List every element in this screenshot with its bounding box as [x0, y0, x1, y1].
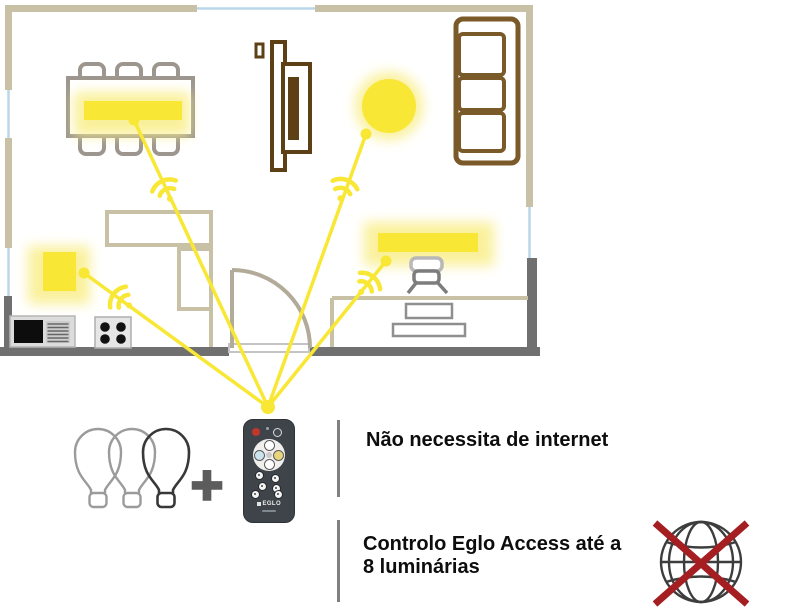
wifi-icon	[107, 284, 133, 310]
mode-button-icon	[273, 428, 282, 437]
remote-function-button	[273, 490, 283, 499]
stove	[94, 316, 132, 349]
kitchen-sink	[9, 315, 76, 348]
control-pad	[253, 439, 285, 471]
outer-walls	[0, 5, 540, 356]
plus-sign: +	[189, 453, 224, 516]
wifi-icon	[357, 270, 383, 295]
led-indicator	[266, 427, 269, 430]
floor-plan	[0, 5, 540, 414]
ball-lamp-light	[362, 79, 416, 133]
logo-subline	[262, 510, 276, 512]
feature-line-1: Controlo Eglo Access até a	[363, 533, 622, 555]
wifi-icon	[330, 176, 360, 202]
pad-cool-button	[254, 449, 265, 461]
no-internet-icon	[652, 520, 750, 607]
tv-unit	[254, 40, 312, 172]
pad-warm-button	[273, 449, 284, 461]
divider-line	[337, 520, 340, 602]
dining-light	[84, 101, 182, 120]
feature-line-2: 8 luminárias	[363, 556, 480, 578]
remote-function-button	[258, 481, 267, 491]
door-swing-arc	[230, 268, 312, 349]
remote-control: EGLO	[243, 419, 295, 523]
feature-text-control-limit: Controlo Eglo Access até a 8 luminárias	[363, 533, 621, 579]
pad-down-button	[263, 459, 275, 470]
remote-function-button	[251, 490, 260, 499]
wifi-icons	[107, 176, 383, 310]
window-openings	[7, 7, 531, 296]
connection-dots	[78, 114, 392, 414]
signal-lines	[82, 119, 388, 409]
sideboard	[391, 302, 467, 338]
ceiling-lights	[43, 79, 478, 291]
kitchen-light	[43, 252, 76, 291]
wifi-icon	[149, 177, 179, 202]
pad-up-button	[263, 440, 275, 451]
eglo-flag-icon	[256, 501, 261, 506]
pad-center-dot	[266, 452, 272, 458]
feature-text-no-internet: Não necessita de internet	[366, 429, 609, 451]
remote-function-button	[255, 471, 264, 480]
signal-source-dot	[261, 400, 275, 414]
desk-chair	[406, 256, 449, 295]
sofa	[453, 16, 521, 166]
power-button-icon	[252, 428, 260, 436]
light-bulbs-icon	[73, 427, 191, 509]
interior-walls	[105, 210, 528, 347]
divider-line	[337, 420, 340, 497]
brand-name: EGLO	[262, 500, 282, 507]
desk-light	[378, 233, 478, 252]
remote-function-button	[271, 473, 280, 483]
red-cross-icon	[652, 520, 750, 607]
eglo-logo: EGLO	[244, 500, 294, 507]
